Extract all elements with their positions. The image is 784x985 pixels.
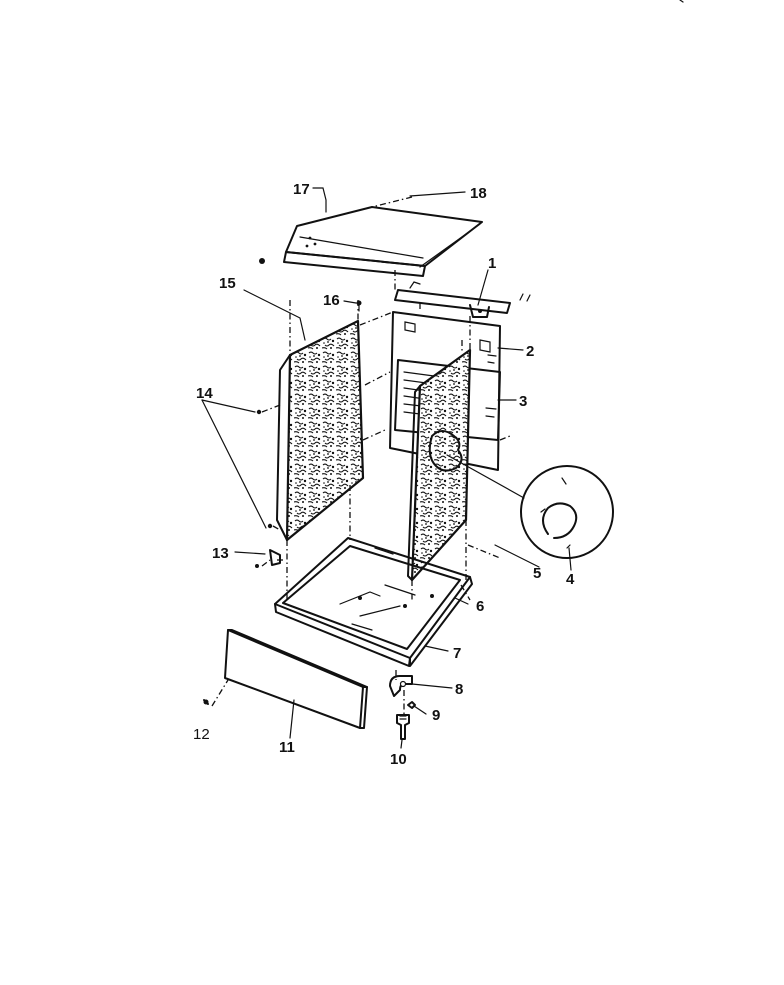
corner-mark — [679, 0, 684, 3]
callout-1: 1 — [488, 255, 496, 272]
left-side-panel — [276, 319, 365, 542]
callout-labels: 1 2 3 4 5 6 7 8 9 10 11 12 13 14 15 16 1… — [193, 181, 575, 768]
panel-screw-lower — [267, 523, 273, 529]
callout-7: 7 — [453, 645, 461, 662]
callout-3: 3 — [519, 393, 527, 410]
callout-10: 10 — [390, 751, 407, 768]
callout-15: 15 — [219, 275, 236, 292]
callout-8: 8 — [455, 681, 463, 698]
callout-4: 4 — [566, 571, 575, 588]
callout-5: 5 — [533, 565, 541, 582]
cover-screw — [259, 258, 265, 264]
callout-11: 11 — [279, 739, 295, 756]
leader-lines — [201, 187, 572, 749]
callout-6: 6 — [476, 598, 484, 615]
top-bracket — [394, 281, 531, 318]
callout-2: 2 — [526, 343, 534, 360]
bracket-screw — [356, 300, 362, 312]
top-cover — [283, 206, 483, 277]
side-clip — [255, 549, 281, 568]
callout-13: 13 — [212, 545, 229, 562]
leveling-nut — [407, 701, 416, 709]
assembly-lines — [211, 270, 511, 715]
callout-16: 16 — [323, 292, 340, 309]
base-pan — [274, 537, 473, 667]
callout-17: 17 — [293, 181, 310, 198]
kick-plate — [224, 629, 368, 729]
detail-inset-circle — [520, 465, 614, 559]
callout-12: 12 — [193, 726, 210, 743]
wiring-diagram-label — [403, 371, 435, 416]
callout-9: 9 — [432, 707, 440, 724]
callout-14: 14 — [196, 385, 213, 402]
kick-plate-screw — [203, 699, 209, 705]
right-side-panel — [407, 348, 472, 582]
detail-leader-line — [446, 454, 525, 499]
callout-18: 18 — [470, 185, 487, 202]
leveling-bracket — [389, 675, 413, 697]
panel-screw-upper — [256, 409, 262, 415]
leveling-leg — [396, 714, 410, 740]
